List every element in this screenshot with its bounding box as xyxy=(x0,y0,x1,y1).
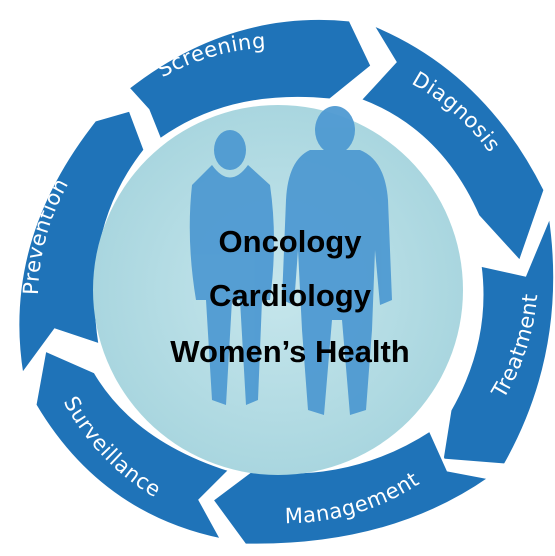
female-doctor-figure xyxy=(189,130,274,405)
specialty-womens-health: Women’s Health xyxy=(170,334,409,369)
segment-diagnosis xyxy=(357,20,547,265)
specialty-list: Oncology Cardiology Women’s Health xyxy=(170,224,409,369)
segment-surveillance xyxy=(33,347,233,543)
cycle-ring xyxy=(16,16,555,547)
specialty-oncology: Oncology xyxy=(219,224,363,259)
specialty-cardiology: Cardiology xyxy=(209,278,372,313)
clinician-figures xyxy=(189,106,392,415)
male-figure xyxy=(282,106,392,415)
segment-screening xyxy=(125,16,374,143)
segment-management xyxy=(209,427,494,547)
segment-treatment xyxy=(440,209,555,467)
